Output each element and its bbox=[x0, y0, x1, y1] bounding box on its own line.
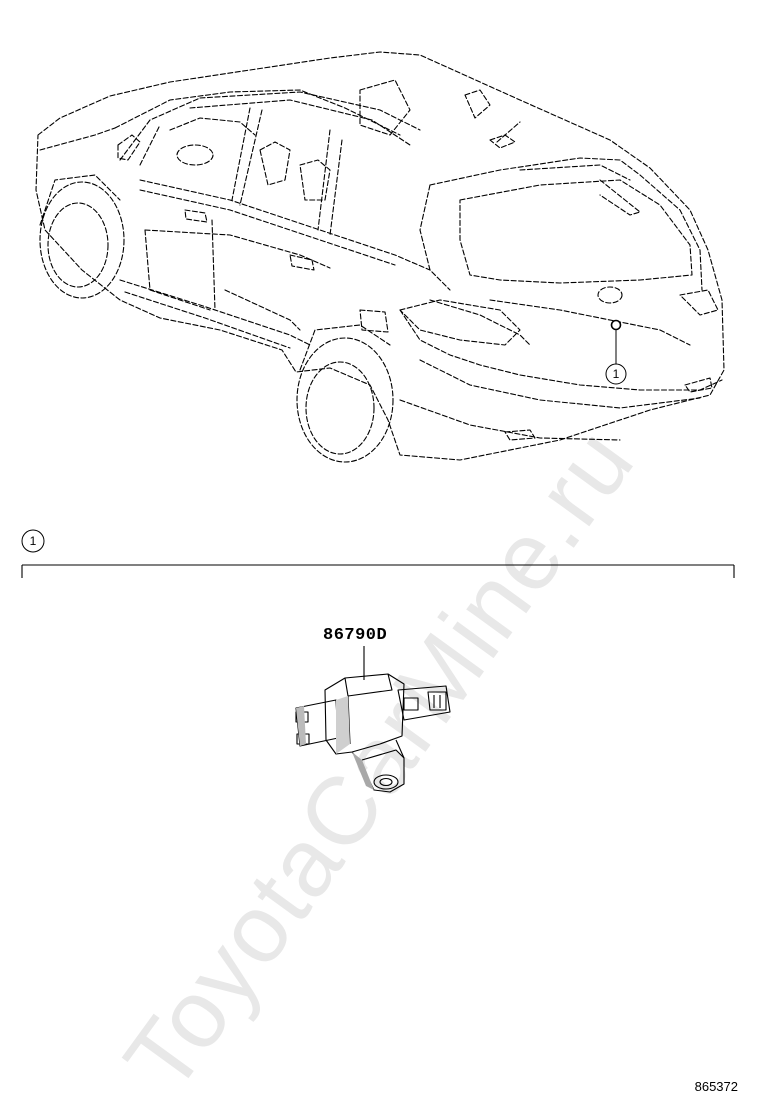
diagram-code: 865372 bbox=[694, 1079, 738, 1094]
part-number-label[interactable]: 86790D bbox=[323, 626, 388, 645]
section-bracket bbox=[21, 529, 735, 578]
vehicle-illustration bbox=[35, 51, 725, 463]
vehicle-callout-circle bbox=[605, 363, 627, 385]
section-callout-number[interactable]: 1 bbox=[29, 534, 37, 548]
camera-location-marker bbox=[610, 319, 622, 331]
vehicle-callout-number[interactable]: 1 bbox=[612, 367, 620, 381]
camera-assembly-drawing bbox=[295, 646, 451, 793]
